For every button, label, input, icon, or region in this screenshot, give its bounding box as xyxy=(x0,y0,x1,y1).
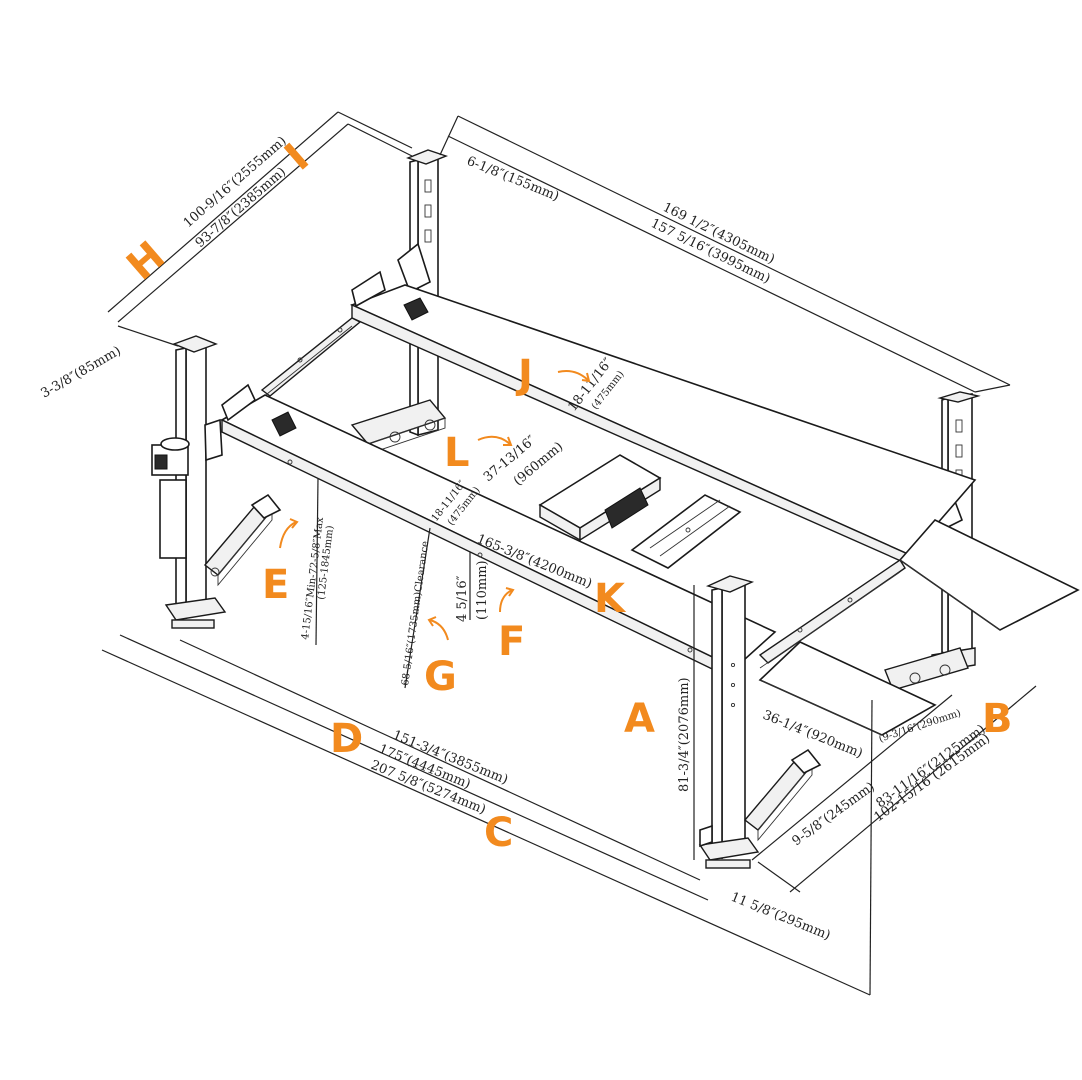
letter-a: A xyxy=(624,696,655,742)
rear-crossbeam xyxy=(260,317,362,399)
letter-e: E xyxy=(262,562,289,608)
dim-b-outer: 102-15/16″(2615mm) xyxy=(872,731,994,825)
rolling-jacks xyxy=(538,454,742,569)
dim-base-width: 11 5/8″(295mm) xyxy=(729,890,833,944)
lift-drawing xyxy=(151,149,1080,869)
post-front-right xyxy=(698,575,760,869)
letter-k: K xyxy=(594,576,627,622)
dim-f-mm: (110mm) xyxy=(475,560,490,620)
letter-l: L xyxy=(444,430,470,476)
post-front-left xyxy=(151,335,227,629)
ramp-back xyxy=(898,519,1080,631)
dim-base-offset: 9-5/8″(245mm) xyxy=(790,779,878,849)
dim-i-top: 6-1/8″(155mm) xyxy=(465,154,562,205)
dim-f-value: 4 5/16″ xyxy=(455,575,470,622)
callout-arrows xyxy=(279,370,591,641)
letter-f: F xyxy=(498,619,525,665)
dimension-lines xyxy=(101,111,1037,996)
letter-b: B xyxy=(982,696,1013,742)
letter-d: D xyxy=(330,716,363,762)
letter-j: J xyxy=(515,352,533,398)
front-right-cart xyxy=(743,748,822,842)
dim-post-offset: 3-3/8″(85mm) xyxy=(39,344,124,402)
ramp-front xyxy=(758,641,937,736)
front-left-cart xyxy=(203,493,282,587)
front-crossbeam xyxy=(758,559,906,669)
dim-a-value: 81-3/4″(2076mm) xyxy=(677,677,692,792)
letter-g: G xyxy=(424,654,457,700)
runway-left xyxy=(349,270,977,567)
rear-crossbase xyxy=(350,399,969,691)
letter-c: C xyxy=(484,810,513,856)
